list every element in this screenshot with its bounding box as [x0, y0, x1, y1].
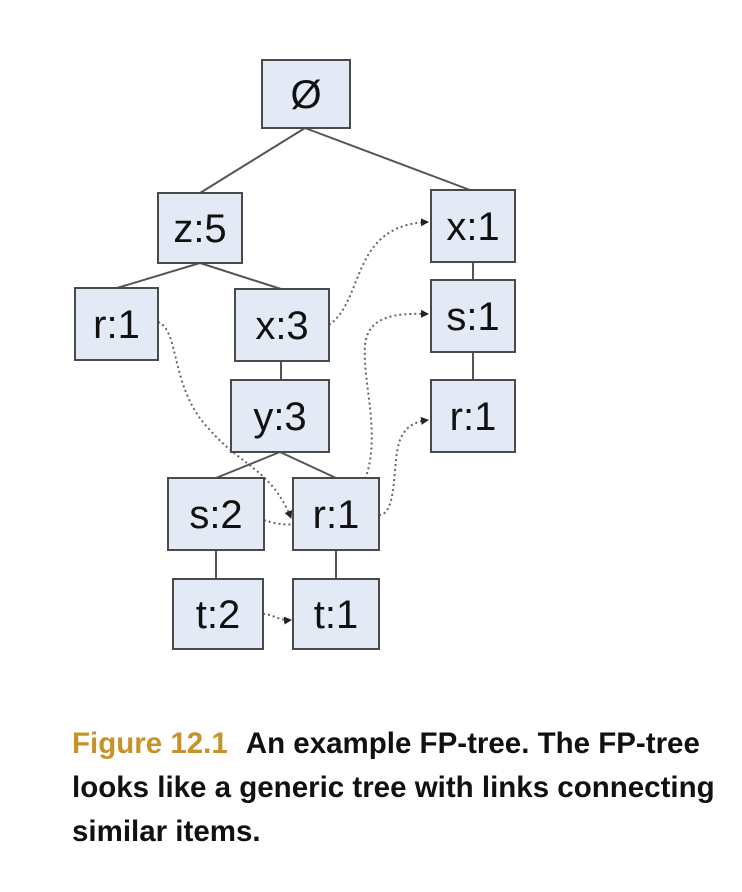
tree-node-box — [430, 279, 516, 353]
tree-node-r1_right: r:1 — [430, 379, 516, 453]
tree-node-box — [292, 477, 380, 551]
tree-node-label: x:3 — [255, 304, 308, 348]
tree-node-t1: t:1 — [292, 578, 380, 650]
tree-node-box — [172, 578, 264, 650]
figure-caption-text: An example FP-tree. The FP-tree looks li… — [72, 727, 715, 848]
tree-nodes: Øz:5 x:1 r:1 x:3 s:1 y:3 r:1 s:2 r:1 t:2 t:1 — [74, 59, 516, 650]
tree-node-y3: y:3 — [230, 379, 330, 453]
tree-node-label: x:1 — [446, 205, 499, 249]
tree-node-r1_mid: r:1 — [292, 477, 380, 551]
tree-edge-y3-s2 — [215, 451, 281, 479]
tree-node-box — [430, 189, 516, 263]
tree-node-box — [157, 192, 243, 264]
figure-label: Figure 12.1 — [72, 727, 228, 760]
tree-node-r1_left: r:1 — [74, 287, 159, 361]
node-link-r1_mid-r1_right — [378, 416, 429, 516]
tree-node-root: Ø — [261, 59, 351, 129]
tree-edge-z5-r1_left — [116, 262, 201, 289]
tree-node-label: t:2 — [196, 593, 240, 637]
tree-node-box — [74, 287, 159, 361]
tree-node-label: s:2 — [189, 493, 242, 537]
tree-node-label: Ø — [290, 73, 321, 117]
node-link-x3-x1_right — [328, 218, 429, 326]
tree-node-box — [261, 59, 351, 129]
tree-node-box — [234, 288, 330, 362]
tree-edge-y3-r1_mid — [279, 451, 337, 479]
tree-node-x1_right: x:1 — [430, 189, 516, 263]
tree-node-t2: t:2 — [172, 578, 264, 650]
tree-node-x3: x:3 — [234, 288, 330, 362]
tree-node-label: y:3 — [253, 395, 306, 439]
tree-node-label: z:5 — [173, 207, 226, 251]
tree-node-box — [167, 477, 265, 551]
node-link-t2-t1 — [262, 613, 292, 625]
tree-edge-root-x1_right — [304, 127, 471, 191]
tree-node-s2: s:2 — [167, 477, 265, 551]
tree-node-z5: z:5 — [157, 192, 243, 264]
tree-node-label: r:1 — [313, 493, 360, 537]
tree-node-box — [430, 379, 516, 453]
tree-node-box — [292, 578, 380, 650]
tree-edges — [116, 127, 474, 579]
tree-edge-root-z5 — [199, 127, 306, 194]
tree-edge-z5-x3 — [199, 262, 282, 290]
tree-node-label: r:1 — [450, 395, 497, 439]
tree-node-label: t:1 — [314, 593, 358, 637]
tree-node-label: r:1 — [93, 303, 140, 347]
fp-tree-diagram: Øz:5 x:1 r:1 x:3 s:1 y:3 r:1 s:2 r:1 t:2 t:1 — [74, 59, 516, 650]
node-link-r1_left-r1_mid — [157, 321, 293, 519]
tree-node-s1_right: s:1 — [430, 279, 516, 353]
tree-node-box — [230, 379, 330, 453]
tree-node-label: s:1 — [446, 295, 499, 339]
